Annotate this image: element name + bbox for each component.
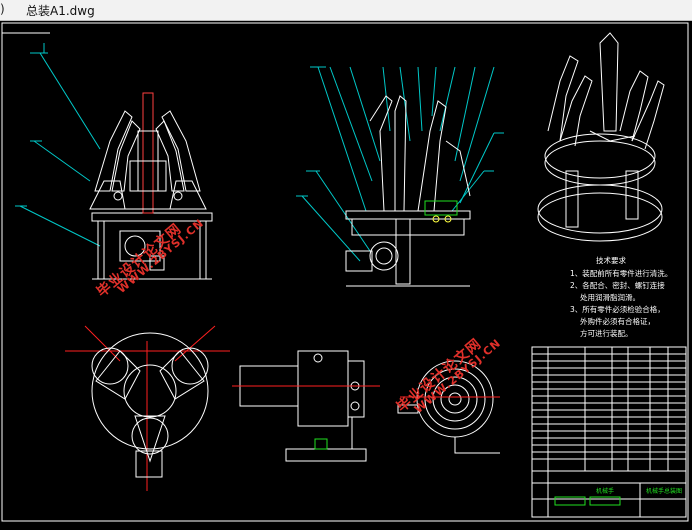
- front-view: [15, 43, 213, 280]
- file-tab-title[interactable]: 总装A1.dwg: [26, 4, 95, 18]
- isometric-view: [537, 32, 665, 242]
- file-tab-bar: ) 总装A1.dwg: [0, 0, 692, 21]
- svg-text:外购件必须有合格证，: 外购件必须有合格证，: [580, 316, 655, 326]
- svg-text:3、所有零件必须检验合格，: 3、所有零件必须检验合格，: [570, 304, 665, 314]
- title-block-name: 机械手: [596, 487, 614, 495]
- spring-view: [397, 360, 500, 454]
- technical-requirements: 技术要求 1、装配前所有零件进行清洗。 2、各配合、密封、螺钉连接 处用润滑脂润…: [570, 255, 672, 338]
- tech-req-title: 技术要求: [596, 255, 626, 265]
- section-view: [232, 350, 380, 462]
- title-block-code: 机械手总装图: [646, 487, 682, 495]
- svg-text:方可进行装配。: 方可进行装配。: [580, 328, 633, 338]
- side-view: [296, 66, 504, 287]
- title-block: [531, 346, 687, 518]
- drawing-sheet: 技术要求 1、装配前所有零件进行清洗。 2、各配合、密封、螺钉连接 处用润滑脂润…: [1, 22, 689, 522]
- cad-drawing-canvas[interactable]: 技术要求 1、装配前所有零件进行清洗。 2、各配合、密封、螺钉连接 处用润滑脂润…: [0, 21, 692, 526]
- top-view: [65, 325, 230, 491]
- svg-text:处用润滑脂润滑。: 处用润滑脂润滑。: [580, 292, 640, 302]
- sheet-border: [1, 22, 689, 522]
- svg-text:1、装配前所有零件进行清洗。: 1、装配前所有零件进行清洗。: [570, 268, 672, 278]
- svg-text:2、各配合、密封、螺钉连接: 2、各配合、密封、螺钉连接: [570, 280, 665, 290]
- previous-tab-glyph[interactable]: ): [0, 2, 5, 16]
